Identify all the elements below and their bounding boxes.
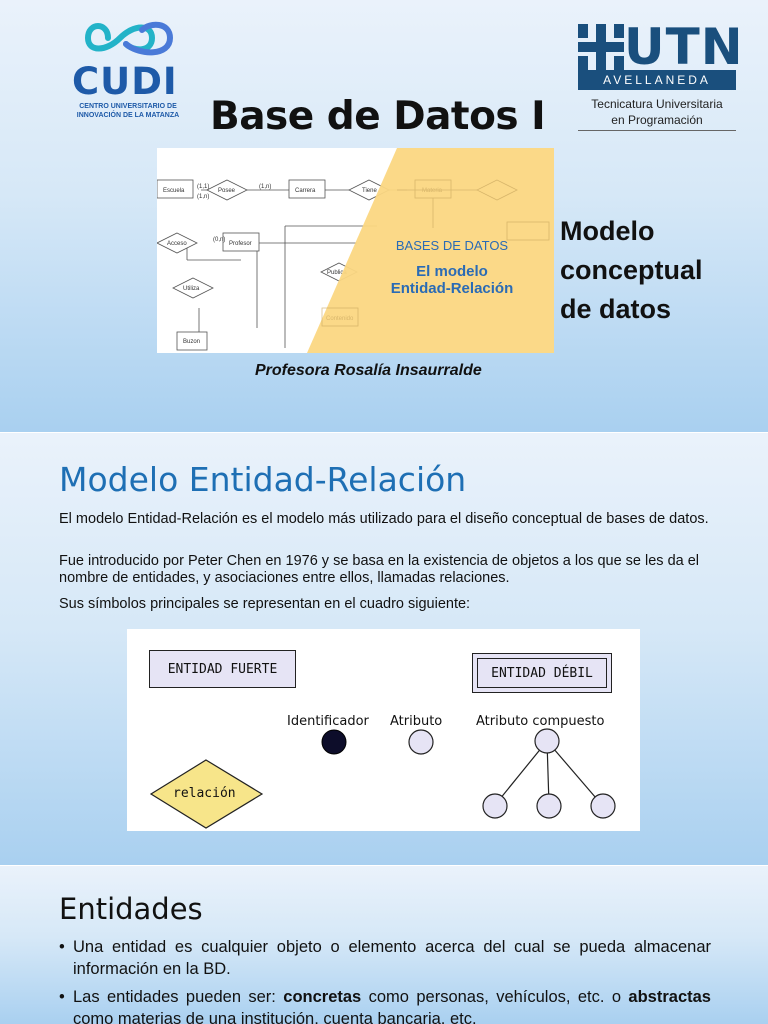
diagram-card-3: (1,n) xyxy=(259,184,271,190)
slide-er-model: Modelo Entidad-Relación El modelo Entida… xyxy=(0,433,768,865)
bullet-1-text: Una entidad es cualquier objeto o elemen… xyxy=(73,938,711,978)
strong-entity-label: ENTIDAD FUERTE xyxy=(167,661,278,677)
diagram-publica: Publica xyxy=(327,270,347,276)
attribute-symbol xyxy=(408,729,434,755)
utn-emblem-icon xyxy=(578,24,624,70)
diagram-materia: Materia xyxy=(422,188,443,194)
bullet-2-bold-concretas: concretas xyxy=(283,988,362,1006)
infinity-icon xyxy=(84,21,174,56)
utn-program-line2: en Programación xyxy=(611,113,703,127)
slide-title: CUDI CENTRO UNIVERSITARIO DE INNOVACIÓN … xyxy=(0,0,768,432)
cudi-wordmark: CUDI xyxy=(72,60,178,103)
cover-title-line2: Entidad-Relación xyxy=(390,280,514,297)
bullet-2-bold-abstractas: abstractas xyxy=(628,988,711,1006)
cudi-sub-line1: CENTRO UNIVERSITARIO DE xyxy=(79,103,177,110)
topic-title: Modelo conceptual de datos xyxy=(560,212,703,329)
bullet-2-text: Las entidades pueden ser: concretas como… xyxy=(73,986,711,1024)
relation-symbol xyxy=(149,759,264,829)
bullet-2: • Las entidades pueden ser: concretas co… xyxy=(59,986,711,1024)
bullet-2-mid: como personas, vehículos, etc. o xyxy=(361,988,629,1006)
slide-title-text: Entidades xyxy=(59,892,203,926)
bullet-dot-icon: • xyxy=(59,988,65,1006)
topic-line1: Modelo xyxy=(560,216,655,246)
diagram-buzon: Buzon xyxy=(183,339,200,345)
weak-entity-label: ENTIDAD DÉBIL xyxy=(491,665,593,681)
identifier-symbol xyxy=(321,729,347,755)
diagram-card-4: (0,n) xyxy=(213,237,225,243)
topic-line3: de datos xyxy=(560,294,672,324)
weak-entity-inner: ENTIDAD DÉBIL xyxy=(477,658,607,688)
diagram-tiene: Tiene xyxy=(362,188,377,194)
slide-entities: Entidades • Una entidad es cualquier obj… xyxy=(0,866,768,1024)
utn-wordmark: UTN xyxy=(624,18,744,76)
paragraph-3: Sus símbolos principales se representan … xyxy=(59,596,471,612)
identifier-label: Identificador xyxy=(287,714,369,729)
bullet-2-pre: Las entidades pueden ser: xyxy=(73,988,284,1006)
paragraph-2: Fue introducido por Peter Chen en 1976 y… xyxy=(59,553,700,586)
utn-program: Tecnicatura Universitaria en Programació… xyxy=(578,96,736,128)
diagram-escuela: Escuela xyxy=(163,188,185,194)
diagram-posee: Posee xyxy=(218,188,236,194)
symbol-shapes xyxy=(149,728,616,829)
cover-text: BASES DE DATOS El modelo Entidad-Relació… xyxy=(357,238,547,297)
utn-campus: AVELLANEDA xyxy=(578,70,736,90)
diagram-carrera: Carrera xyxy=(295,188,316,194)
slide-title-text: Modelo Entidad-Relación xyxy=(59,460,467,499)
topic-line2: conceptual xyxy=(560,255,703,285)
utn-divider xyxy=(578,130,736,131)
cudi-subtitle: CENTRO UNIVERSITARIO DE INNOVACIÓN DE LA… xyxy=(66,102,190,120)
symbols-table: ENTIDAD FUERTE ENTIDAD DÉBIL Identificad… xyxy=(127,629,640,831)
diagram-card-1: (1,1) xyxy=(197,184,209,190)
diagram-profesor: Profesor xyxy=(229,241,252,247)
attribute-label: Atributo xyxy=(390,714,443,729)
composite-attribute-symbol xyxy=(482,728,616,819)
bullet-dot-icon: • xyxy=(59,938,65,956)
diagram-contenido: Contenido xyxy=(326,316,354,322)
paragraph-1: El modelo Entidad-Relación es el modelo … xyxy=(59,511,709,527)
weak-entity-symbol: ENTIDAD DÉBIL xyxy=(472,653,612,693)
er-cover-image: Escuela Posee Carrera Tiene Acceso Profe… xyxy=(157,148,554,353)
bullet-1: • Una entidad es cualquier objeto o elem… xyxy=(59,936,711,980)
strong-entity-symbol: ENTIDAD FUERTE xyxy=(149,650,296,688)
diagram-card-2: (1,n) xyxy=(197,194,209,200)
course-title: Base de Datos I xyxy=(210,94,546,139)
cover-subtitle: BASES DE DATOS xyxy=(395,238,509,253)
composite-attribute-label: Atributo compuesto xyxy=(476,714,605,729)
cover-title-line1: El modelo xyxy=(416,263,488,280)
diagram-acceso: Acceso xyxy=(167,241,187,247)
er-diagram-background: Escuela Posee Carrera Tiene Acceso Profe… xyxy=(157,148,554,353)
professor-name: Profesora Rosalía Insaurralde xyxy=(255,362,482,379)
cudi-sub-line2: INNOVACIÓN DE LA MATANZA xyxy=(76,112,180,119)
diagram-utiliza: Utiliza xyxy=(183,286,200,292)
relation-label: relación xyxy=(173,786,236,801)
utn-program-line1: Tecnicatura Universitaria xyxy=(591,97,723,111)
bullet-2-post: como materias de una institución, cuenta… xyxy=(73,1010,477,1024)
